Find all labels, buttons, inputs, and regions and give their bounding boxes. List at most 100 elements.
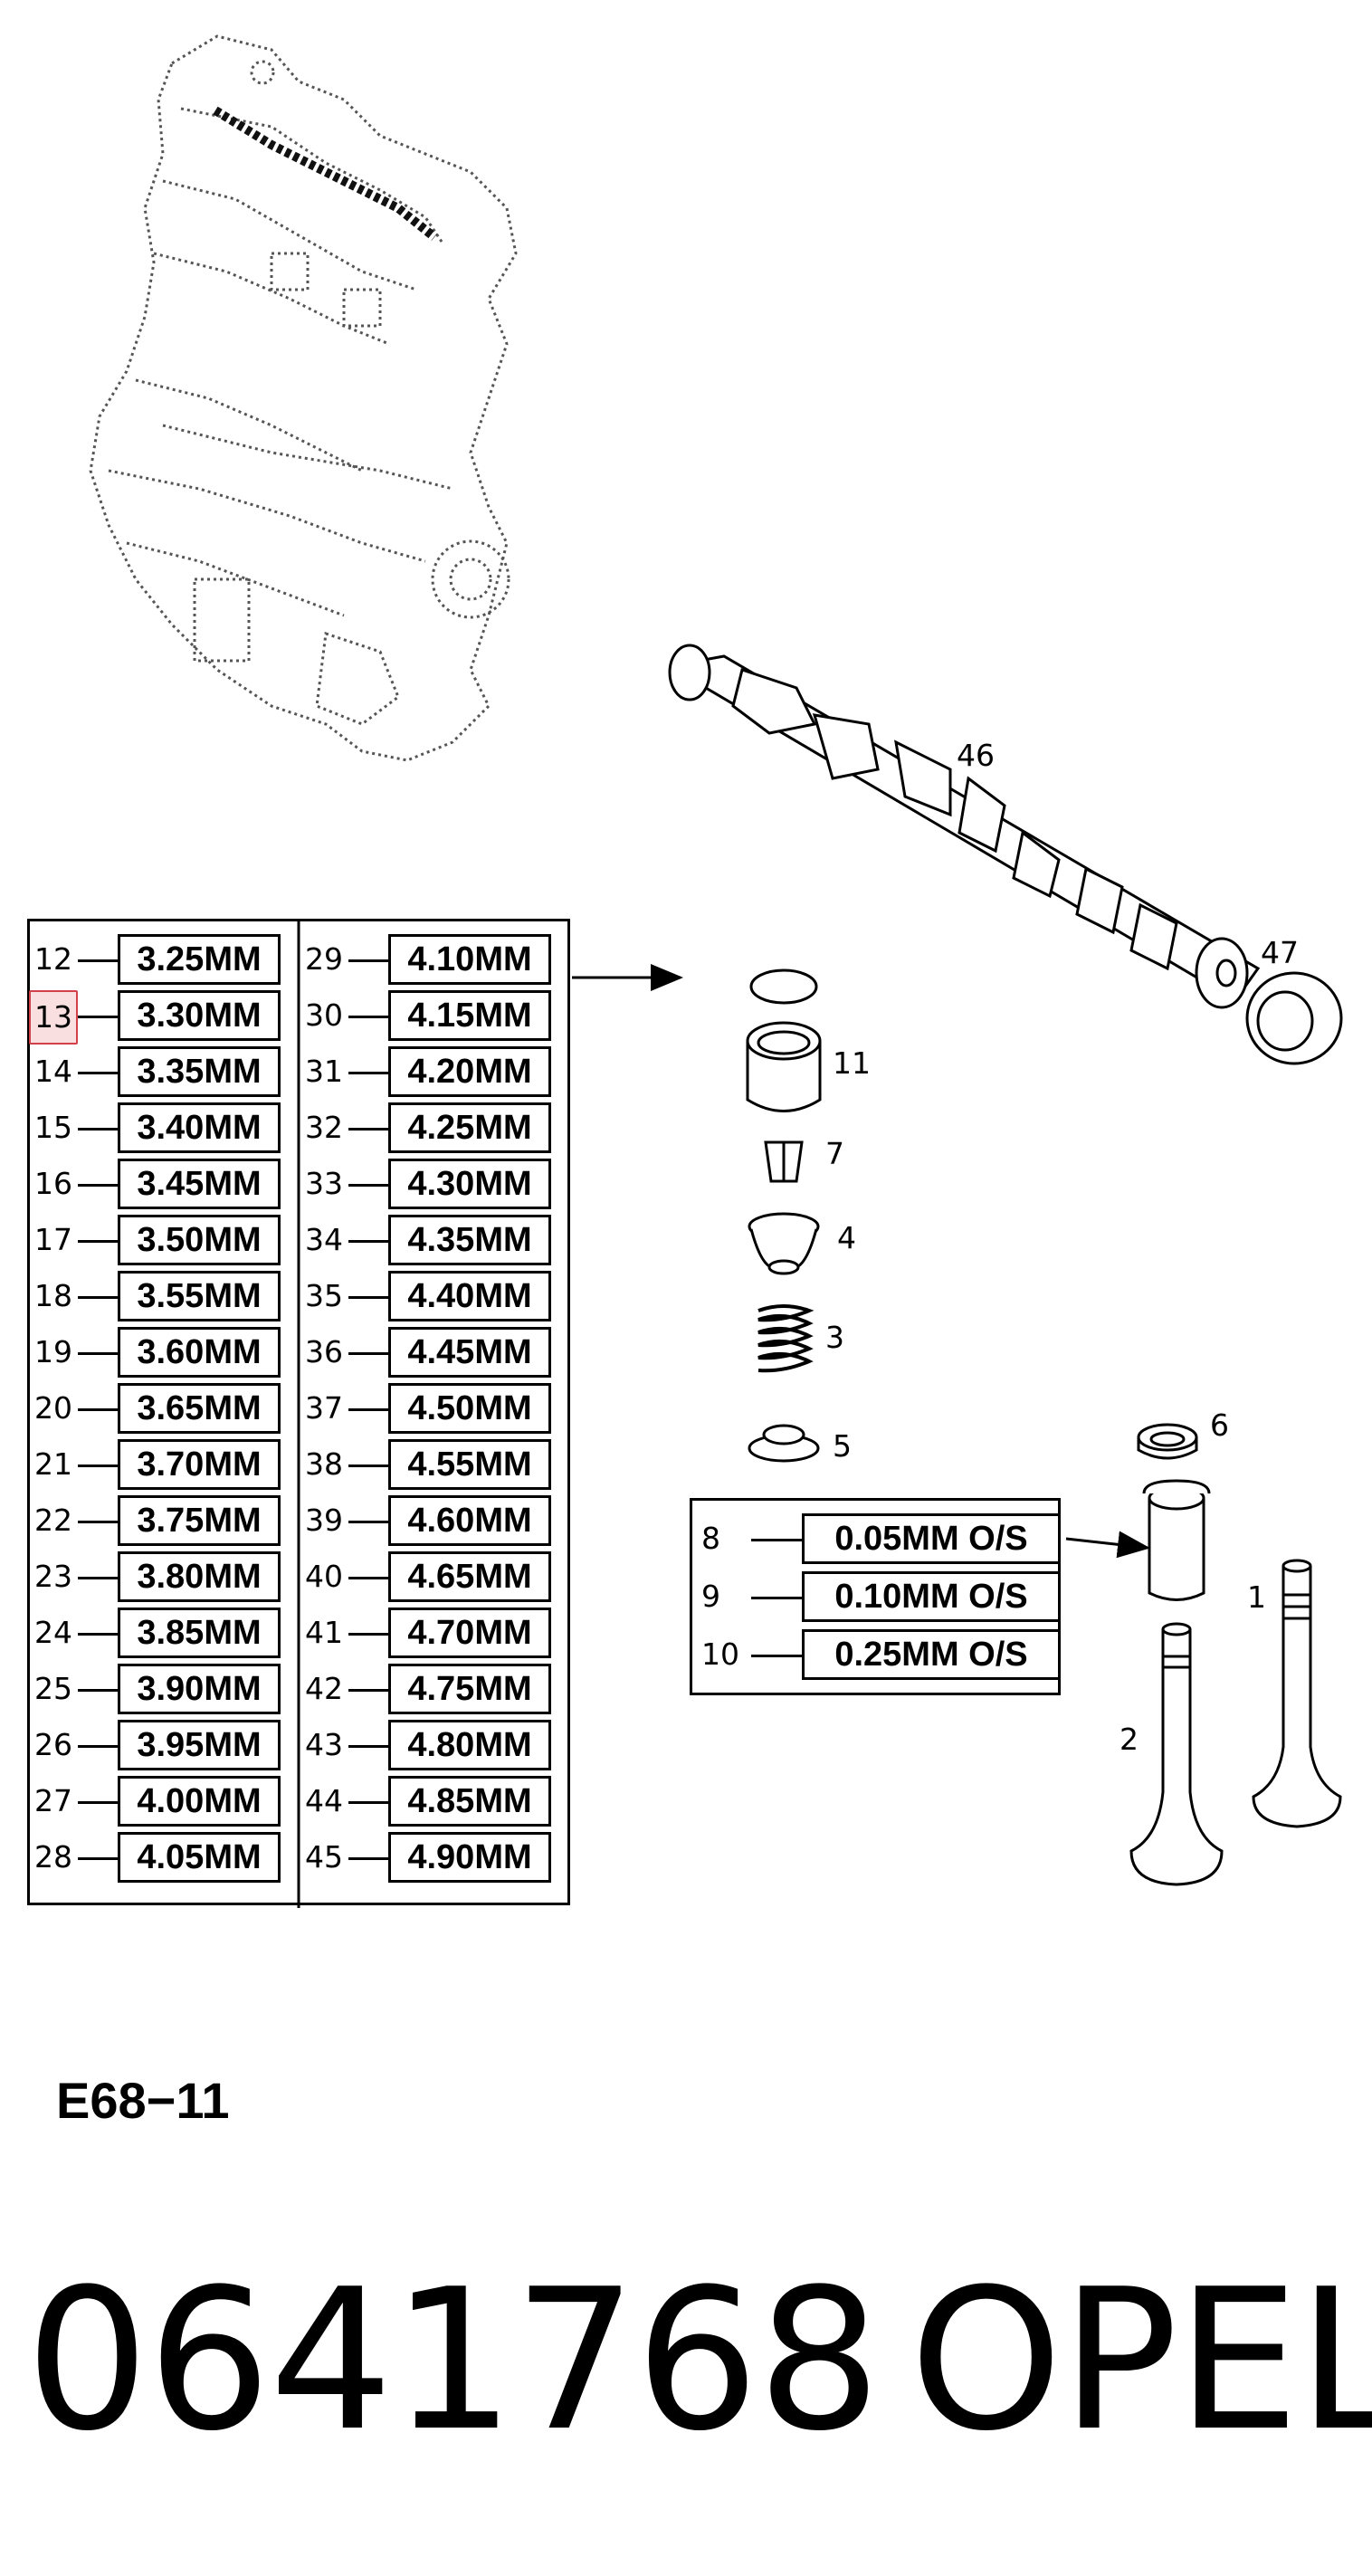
valve-2-icon (1129, 1622, 1224, 1886)
leader-line (78, 1184, 118, 1187)
callout-11: 11 (833, 1045, 871, 1081)
reference-number: 37 (305, 1390, 343, 1426)
reference-number: 34 (305, 1222, 343, 1257)
diagram-code: E68−11 (56, 2072, 230, 2129)
leader-line (348, 1352, 388, 1355)
reference-number: 30 (305, 997, 343, 1033)
table-row: 35 4.40MM (305, 1271, 551, 1321)
leader-line (78, 1072, 118, 1074)
size-cell: 3.65MM (118, 1383, 281, 1434)
size-cell: 4.65MM (388, 1551, 551, 1602)
size-cell: 3.75MM (118, 1495, 281, 1546)
leader-line (348, 1577, 388, 1579)
size-cell: 3.50MM (118, 1215, 281, 1265)
size-cell: 3.60MM (118, 1327, 281, 1378)
size-cell: 3.40MM (118, 1102, 281, 1153)
valve-spring-icon (757, 1304, 815, 1373)
leader-line (348, 1633, 388, 1636)
reference-number: 43 (305, 1727, 343, 1762)
table-row: 33 4.30MM (305, 1159, 551, 1209)
size-cell: 3.90MM (118, 1664, 281, 1714)
leader-line (348, 1408, 388, 1411)
leader-line (78, 1745, 118, 1748)
reference-number: 10 (701, 1636, 739, 1672)
leader-line (78, 1016, 118, 1018)
shim-disc-icon (749, 968, 818, 1005)
leader-line (348, 1689, 388, 1692)
engine-block-icon (89, 34, 518, 762)
table-row: 40 4.65MM (305, 1551, 551, 1602)
leader-line (78, 1408, 118, 1411)
brand-name: OPEL (910, 2247, 1372, 2474)
table-row: 13 3.30MM (29, 990, 281, 1045)
valve-guide-icon (1142, 1479, 1211, 1601)
reference-number: 29 (305, 941, 343, 977)
leader-line (348, 1465, 388, 1467)
callout-3: 3 (825, 1320, 844, 1355)
reference-number-highlighted: 13 (29, 990, 78, 1045)
size-cell: 4.05MM (118, 1832, 281, 1883)
reference-number: 9 (701, 1579, 720, 1614)
size-cell: 0.25MM O/S (802, 1629, 1061, 1680)
size-cell: 4.90MM (388, 1832, 551, 1883)
leader-line (78, 1633, 118, 1636)
reference-number: 28 (34, 1839, 72, 1875)
valve-1-icon (1252, 1559, 1342, 1828)
size-cell: 4.25MM (388, 1102, 551, 1153)
leader-line (348, 1072, 388, 1074)
size-cell: 4.30MM (388, 1159, 551, 1209)
size-cell: 4.50MM (388, 1383, 551, 1434)
engine-camshaft-icon (213, 106, 438, 241)
callout-46: 46 (957, 738, 995, 773)
reference-number: 22 (34, 1503, 72, 1538)
leader-line (78, 1521, 118, 1523)
size-cell: 4.40MM (388, 1271, 551, 1321)
reference-number: 33 (305, 1166, 343, 1201)
size-cell: 4.55MM (388, 1439, 551, 1490)
size-cell: 4.85MM (388, 1776, 551, 1827)
size-cell: 3.30MM (118, 990, 281, 1041)
leader-line (348, 1240, 388, 1243)
size-cell: 4.70MM (388, 1608, 551, 1658)
leader-line (751, 1539, 802, 1541)
reference-number: 40 (305, 1559, 343, 1594)
reference-number: 45 (305, 1839, 343, 1875)
leader-line (348, 1016, 388, 1018)
reference-number: 35 (305, 1278, 343, 1313)
reference-number: 31 (305, 1054, 343, 1089)
leader-line (751, 1597, 802, 1599)
leader-line (78, 1296, 118, 1299)
leader-line (348, 1857, 388, 1860)
reference-number: 36 (305, 1334, 343, 1369)
size-cell: 4.75MM (388, 1664, 551, 1714)
size-cell: 3.70MM (118, 1439, 281, 1490)
tappet-icon (746, 1021, 822, 1112)
size-cell: 4.35MM (388, 1215, 551, 1265)
shim-size-table (27, 919, 570, 1905)
leader-line (348, 1521, 388, 1523)
leader-line (348, 1184, 388, 1187)
reference-number: 24 (34, 1615, 72, 1650)
leader-line (78, 1352, 118, 1355)
leader-line (78, 1577, 118, 1579)
size-cell: 4.45MM (388, 1327, 551, 1378)
seal-ring-icon (1245, 971, 1343, 1065)
callout-5: 5 (833, 1428, 852, 1464)
leader-line (78, 959, 118, 962)
